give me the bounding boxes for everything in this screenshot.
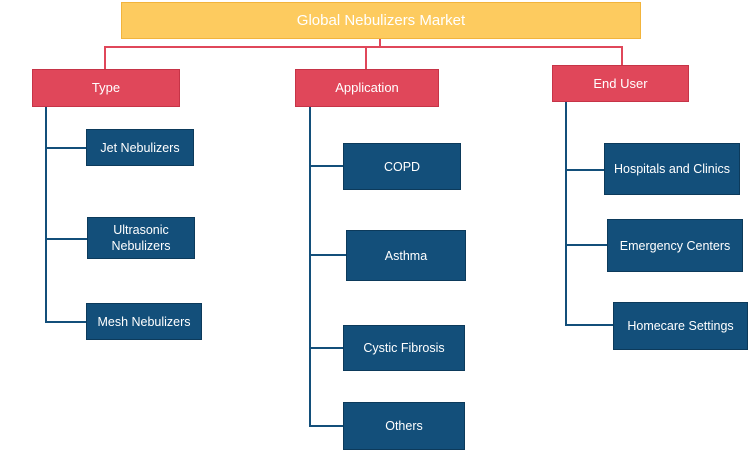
connector-to-application xyxy=(365,46,367,70)
leaf-cystic-fibrosis: Cystic Fibrosis xyxy=(343,325,465,371)
connector-end-user-item-3 xyxy=(565,324,614,326)
leaf-jet-nebulizers: Jet Nebulizers xyxy=(86,129,194,166)
connector-application-item-1 xyxy=(309,165,344,167)
connector-application-item-3 xyxy=(309,347,344,349)
connector-type-spine xyxy=(45,107,47,323)
connector-end-user-spine xyxy=(565,102,567,326)
leaf-hospitals-and-clinics: Hospitals and Clinics xyxy=(604,143,740,195)
connector-type-item-3 xyxy=(45,321,87,323)
leaf-copd: COPD xyxy=(343,143,461,190)
leaf-emergency-centers: Emergency Centers xyxy=(607,219,743,272)
connector-application-item-4 xyxy=(309,425,344,427)
root-node: Global Nebulizers Market xyxy=(121,2,641,39)
leaf-ultrasonic-nebulizers: Ultrasonic Nebulizers xyxy=(87,217,195,259)
leaf-homecare-settings: Homecare Settings xyxy=(613,302,748,350)
connector-to-end-user xyxy=(621,46,623,66)
category-end-user: End User xyxy=(552,65,689,102)
connector-root-bar xyxy=(104,46,623,48)
category-type: Type xyxy=(32,69,180,107)
category-application: Application xyxy=(295,69,439,107)
connector-to-type xyxy=(104,46,106,70)
connector-application-item-2 xyxy=(309,254,347,256)
leaf-asthma: Asthma xyxy=(346,230,466,281)
connector-type-item-2 xyxy=(45,238,88,240)
connector-application-spine xyxy=(309,107,311,427)
leaf-mesh-nebulizers: Mesh Nebulizers xyxy=(86,303,202,340)
connector-end-user-item-1 xyxy=(565,169,605,171)
connector-end-user-item-2 xyxy=(565,244,608,246)
leaf-others: Others xyxy=(343,402,465,450)
connector-root-stem xyxy=(379,39,381,47)
connector-type-item-1 xyxy=(45,147,87,149)
